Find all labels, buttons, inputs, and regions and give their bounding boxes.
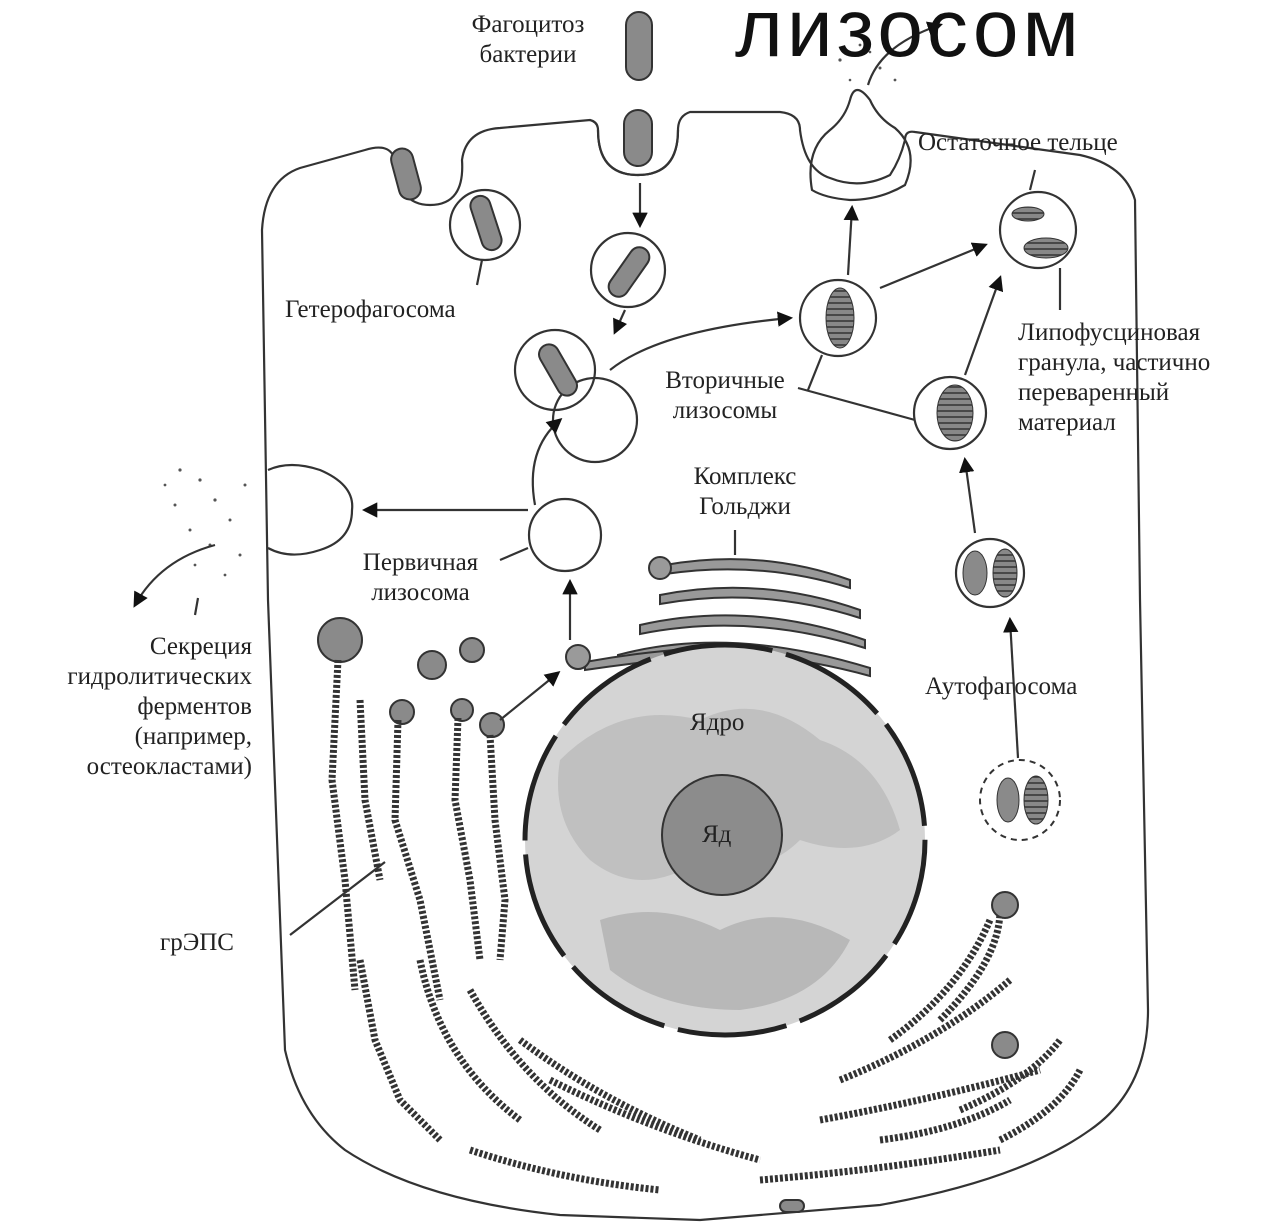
label-nucleus: Ядро	[690, 708, 744, 738]
bacterium-invaginating	[624, 110, 652, 166]
label-primary-lysosome: Первичная лизосома	[338, 548, 503, 608]
heading-fragment: лизосом	[735, 0, 1083, 70]
label-autophagosome: Аутофагосома	[925, 672, 1077, 702]
primary-lysosome	[529, 499, 601, 571]
label-nucleolus: Яд	[702, 820, 731, 850]
rough-er-left	[318, 618, 505, 1000]
bacterium-outside	[626, 12, 652, 80]
label-secondary-lysosomes: Вторичные лизосомы	[640, 366, 810, 426]
secretion-vesicle	[268, 465, 352, 555]
label-phagocytosis: Фагоцитоз бактерии	[448, 10, 608, 70]
label-residual-body: Остаточное тельце	[918, 128, 1118, 158]
secreted-enzymes	[164, 468, 247, 576]
label-golgi: Комплекс Гольджи	[665, 462, 825, 522]
label-heterophagosome: Гетерофагосома	[285, 295, 456, 325]
bacterium-left-invagination	[389, 146, 424, 202]
label-lipofuscin: Липофусциновая гранула, частично перевар…	[1018, 318, 1210, 438]
label-rough-er: грЭПС	[160, 928, 234, 958]
label-secretion: Секреция гидролитических ферментов (напр…	[0, 632, 252, 782]
